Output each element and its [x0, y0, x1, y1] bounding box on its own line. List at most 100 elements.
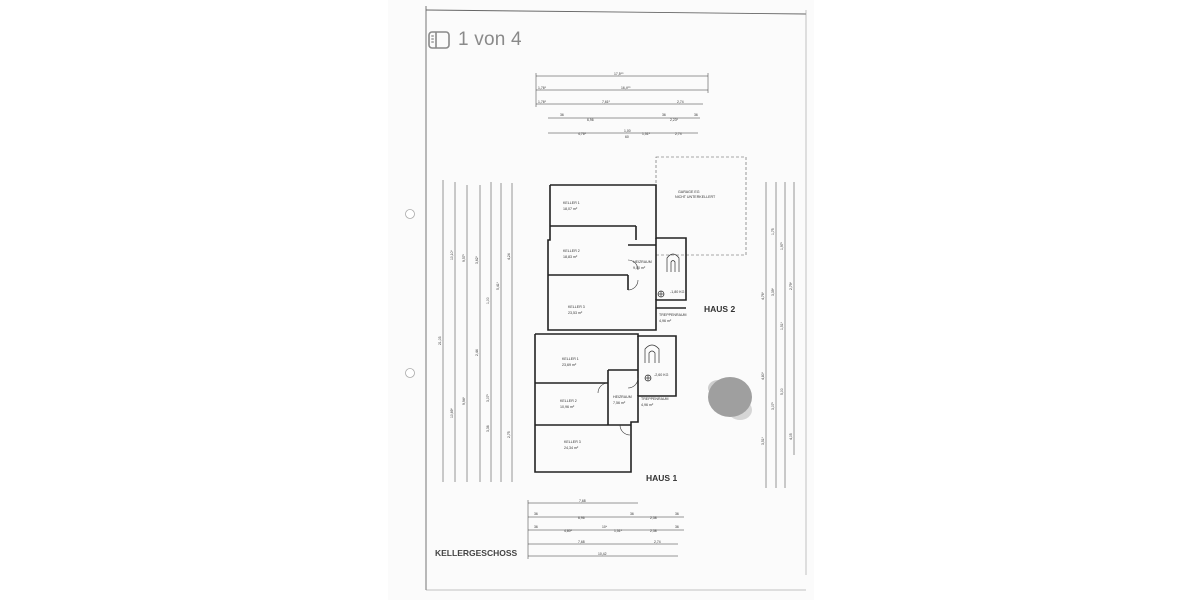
svg-text:1,51⁵: 1,51⁵ [780, 321, 784, 330]
svg-text:1,00: 1,00 [486, 297, 490, 304]
svg-text:36: 36 [662, 113, 666, 117]
right-dimension-lines [765, 182, 795, 488]
garage-note: GARAGE EG [678, 190, 700, 194]
scanned-page [388, 0, 814, 600]
svg-text:6,96: 6,96 [587, 118, 594, 122]
svg-text:23,69 m²: 23,69 m² [562, 363, 577, 367]
svg-text:3,07⁵: 3,07⁵ [771, 401, 775, 410]
svg-text:2,44: 2,44 [475, 349, 479, 356]
svg-text:3,36: 3,36 [486, 425, 490, 432]
svg-text:KELLER 1: KELLER 1 [563, 201, 580, 205]
haus1-stair [644, 344, 660, 382]
svg-text:2,74: 2,74 [677, 100, 684, 104]
svg-text:21,03: 21,03 [438, 336, 442, 345]
svg-text:-1,80 KG: -1,80 KG [670, 290, 685, 294]
bottom-dimension-lines [527, 500, 684, 559]
svg-text:1,75: 1,75 [771, 228, 775, 235]
svg-text:-2,60 KG: -2,60 KG [654, 373, 669, 377]
floor-title: KELLERGESCHOSS [435, 548, 518, 558]
svg-text:4,80⁵: 4,80⁵ [761, 371, 765, 380]
svg-text:3,62⁵: 3,62⁵ [475, 255, 479, 264]
svg-text:10,42: 10,42 [598, 552, 607, 556]
svg-text:2,79⁵: 2,79⁵ [789, 281, 793, 290]
svg-text:23,53 m²: 23,53 m² [568, 311, 583, 315]
svg-text:5,41⁵: 5,41⁵ [496, 281, 500, 290]
svg-text:9,57⁵: 9,57⁵ [462, 253, 466, 262]
svg-text:1,76⁵: 1,76⁵ [538, 86, 547, 90]
haus2-doors [627, 259, 639, 291]
svg-text:1,00: 1,00 [624, 129, 631, 133]
svg-text:10,69⁵: 10,69⁵ [450, 408, 454, 418]
haus-2-label: HAUS 2 [704, 304, 735, 314]
svg-text:1,51⁵: 1,51⁵ [642, 132, 651, 136]
svg-text:7,68: 7,68 [578, 540, 585, 544]
svg-text:2,74: 2,74 [675, 132, 682, 136]
garage-note-2: NICHT UNTERKELLERT [675, 195, 716, 199]
svg-text:36: 36 [534, 512, 538, 516]
svg-text:KELLER 3: KELLER 3 [568, 305, 585, 309]
svg-text:4,76⁵: 4,76⁵ [578, 132, 587, 136]
svg-text:36: 36 [630, 512, 634, 516]
page-indicator[interactable]: 1 von 4 [428, 28, 522, 52]
svg-text:HEIZRAUM: HEIZRAUM [613, 395, 632, 399]
garage-outline [655, 156, 747, 256]
svg-text:4,80⁵: 4,80⁵ [564, 529, 573, 533]
svg-text:10⁴: 10⁴ [602, 525, 608, 529]
svg-text:1,51⁵: 1,51⁵ [614, 529, 623, 533]
svg-text:16,4⁰⁰: 16,4⁰⁰ [621, 86, 631, 90]
right-dimension-labels: 4,76⁵ 1,75 3,39⁵ 4,80⁵ 1,97⁵ 1,51⁵ 2,79⁵… [761, 228, 793, 445]
page-counter-label: 1 von 4 [458, 29, 522, 50]
svg-text:KELLER 2: KELLER 2 [563, 249, 580, 253]
svg-text:KELLER 3: KELLER 3 [564, 440, 581, 444]
svg-text:9,50 m²: 9,50 m² [633, 266, 646, 270]
haus-1-label: HAUS 1 [646, 473, 677, 483]
haus1-doors [597, 377, 639, 436]
svg-text:36: 36 [694, 113, 698, 117]
svg-text:2,75: 2,75 [507, 431, 511, 438]
punch-hole [405, 209, 415, 219]
svg-text:KELLER 2: KELLER 2 [560, 399, 577, 403]
scan-smudge [708, 377, 752, 420]
svg-text:4,24: 4,24 [507, 253, 511, 260]
svg-text:3,51⁵: 3,51⁵ [761, 436, 765, 445]
svg-text:18,07 m²: 18,07 m² [563, 207, 578, 211]
svg-text:2,74: 2,74 [654, 540, 661, 544]
svg-text:6,96: 6,96 [578, 516, 585, 520]
left-dimension-labels: 21,03 10,10⁵ 9,57⁵ 10,69⁵ 9,94⁵ 2,44 3,6… [438, 250, 511, 438]
svg-text:60: 60 [625, 135, 629, 139]
svg-text:2,23⁵: 2,23⁵ [670, 118, 679, 122]
svg-text:2,38: 2,38 [650, 529, 657, 533]
svg-text:TREPPENRAUM: TREPPENRAUM [659, 313, 687, 317]
top-dimension-labels: 17,5⁵⁰ 1,76⁵ 16,4⁰⁰ 1,76⁵ 7,61⁰ 2,74 36 … [538, 72, 698, 139]
haus1-room-labels: KELLER 1 23,69 m² KELLER 2 10,96 m² HEIZ… [560, 357, 669, 450]
floor-plan: 17,5⁵⁰ 1,76⁵ 16,4⁰⁰ 1,76⁵ 7,61⁰ 2,74 36 … [405, 6, 807, 591]
haus1-walls [534, 333, 677, 473]
svg-text:10,10⁵: 10,10⁵ [450, 250, 454, 260]
punch-hole [405, 368, 415, 378]
svg-text:17,5⁵⁰: 17,5⁵⁰ [614, 72, 624, 76]
svg-text:KELLER 1: KELLER 1 [562, 357, 579, 361]
bottom-dimension-labels: 7,68 36 6,96 36 2,38 36 36 4,80⁵ 10⁴ 1,5… [534, 499, 679, 556]
svg-text:7,56 m²: 7,56 m² [613, 401, 626, 405]
left-dimension-lines [442, 180, 513, 482]
svg-text:5,00: 5,00 [780, 388, 784, 395]
svg-text:3,39⁵: 3,39⁵ [771, 287, 775, 296]
page-frame [425, 6, 807, 591]
haus2-room-labels: KELLER 1 18,07 m² KELLER 2 18,83 m² HEIZ… [563, 201, 687, 323]
svg-text:3,07⁵: 3,07⁵ [486, 393, 490, 402]
svg-text:10,96 m²: 10,96 m² [560, 405, 575, 409]
svg-text:36: 36 [560, 113, 564, 117]
svg-text:4,96 m²: 4,96 m² [659, 319, 672, 323]
haus2-walls [547, 184, 687, 331]
svg-text:18,83 m²: 18,83 m² [563, 255, 578, 259]
sidebar-icon[interactable] [428, 31, 450, 49]
top-dimension-lines [535, 73, 709, 134]
svg-text:24,34 m²: 24,34 m² [564, 446, 579, 450]
svg-text:TREPPENRAUM: TREPPENRAUM [641, 397, 669, 401]
svg-text:2,38: 2,38 [650, 516, 657, 520]
svg-text:7,68: 7,68 [579, 499, 586, 503]
haus2-stair [657, 253, 680, 298]
svg-text:36: 36 [675, 525, 679, 529]
svg-text:36: 36 [534, 525, 538, 529]
svg-text:4,96 m²: 4,96 m² [641, 403, 654, 407]
